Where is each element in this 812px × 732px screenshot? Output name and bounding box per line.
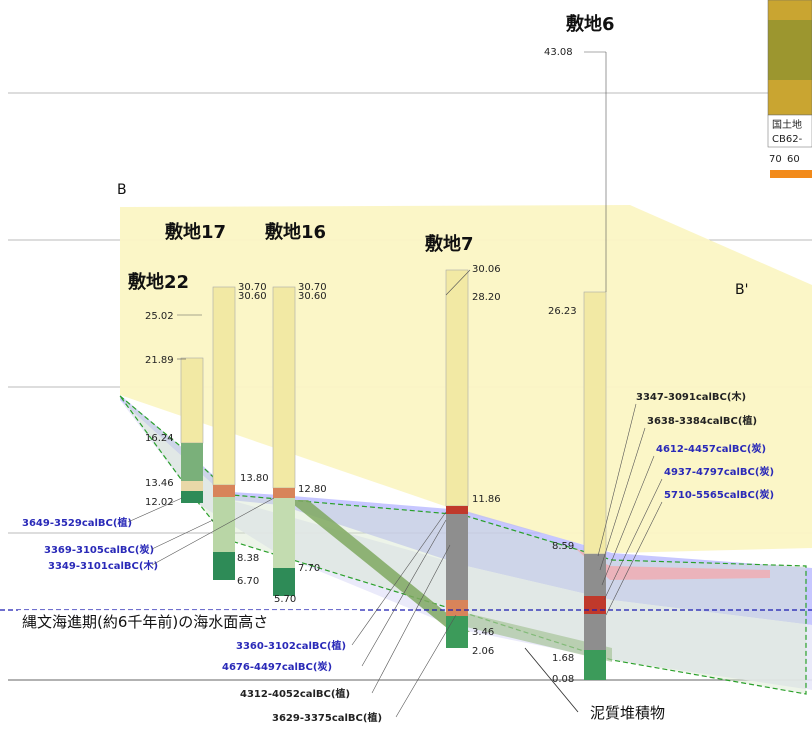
radiocarbon-date-label: 3360-3102calBC(植) bbox=[236, 639, 346, 652]
leader-line bbox=[151, 519, 214, 550]
leader-line bbox=[151, 497, 275, 566]
borehole-site6 bbox=[583, 291, 607, 680]
radiocarbon-date-label: 3629-3375calBC(植) bbox=[272, 711, 382, 724]
elevation-label: 3.46 bbox=[472, 627, 494, 638]
elevation-label: 12.80 bbox=[298, 484, 327, 495]
elevation-label: 25.02 bbox=[145, 311, 174, 322]
leader-line bbox=[601, 455, 655, 586]
mud-sediment-label: 泥質堆積物 bbox=[590, 704, 665, 722]
elevation-label: 26.23 bbox=[548, 306, 577, 317]
leader-line bbox=[603, 478, 663, 601]
site-title-6: 敷地6 bbox=[566, 13, 615, 35]
inset-legend-tick-1: 70 bbox=[769, 154, 782, 165]
elevation-label: 11.86 bbox=[472, 494, 501, 505]
leader-line bbox=[605, 501, 663, 616]
lavender-band bbox=[120, 400, 812, 690]
elevation-label: 30.70 bbox=[238, 282, 267, 293]
leader-line bbox=[445, 269, 471, 296]
elevation-label: 2.06 bbox=[472, 646, 494, 657]
elevation-label: 13.46 bbox=[145, 478, 174, 489]
radiocarbon-date-label: 3347-3091calBC(木) bbox=[636, 390, 746, 403]
elevation-label: 30.70 bbox=[298, 282, 327, 293]
sea-level-label: 縄文海進期(約6千年前)の海水面高さ bbox=[22, 613, 268, 631]
elevation-label: 30.06 bbox=[472, 264, 501, 275]
leader-line bbox=[599, 427, 646, 571]
leader-line bbox=[127, 497, 183, 523]
leader-line bbox=[361, 519, 447, 667]
elevation-label: 30.60 bbox=[298, 291, 327, 302]
elevation-label: 13.80 bbox=[240, 473, 269, 484]
elevation-label: 8.59 bbox=[552, 541, 574, 552]
green-diagonal-band bbox=[288, 500, 470, 632]
leader-line bbox=[371, 544, 451, 694]
elevation-label: 21.89 bbox=[145, 355, 174, 366]
elevation-label: 16.24 bbox=[145, 433, 174, 444]
elevation-label: 7.70 bbox=[298, 563, 320, 574]
site-title-16: 敷地16 bbox=[265, 221, 326, 243]
elevation-label: 0.08 bbox=[552, 674, 574, 685]
radiocarbon-date-label: 4676-4497calBC(炭) bbox=[222, 660, 332, 673]
borehole-site22 bbox=[180, 357, 204, 503]
radiocarbon-date-label: 4937-4797calBC(炭) bbox=[664, 465, 774, 478]
section-label-b-prime: B' bbox=[735, 282, 748, 298]
inset-legend-tick-2: 60 bbox=[787, 154, 800, 165]
sea-level-label-bg bbox=[18, 610, 358, 632]
radiocarbon-date-label: 3349-3101calBC(木) bbox=[48, 559, 158, 572]
leader-line bbox=[395, 614, 457, 718]
site-title-17: 敷地17 bbox=[165, 221, 226, 243]
elevation-label: 6.70 bbox=[237, 576, 259, 587]
pink-lens bbox=[575, 548, 770, 580]
inset-caption-2: CB62- bbox=[772, 134, 803, 145]
site-title-22: 敷地22 bbox=[128, 271, 189, 293]
site-title-7: 敷地7 bbox=[425, 233, 474, 255]
mud-leader-line bbox=[524, 647, 579, 713]
elevation-label: 30.60 bbox=[238, 291, 267, 302]
borehole-site16 bbox=[272, 286, 296, 596]
radiocarbon-date-label: 5710-5565calBC(炭) bbox=[664, 488, 774, 501]
elevation-label: 28.20 bbox=[472, 292, 501, 303]
radiocarbon-date-label: 4612-4457calBC(炭) bbox=[656, 442, 766, 455]
leader-line bbox=[597, 403, 637, 557]
inset-caption-1: 国土地 bbox=[772, 118, 802, 131]
radiocarbon-date-label: 4312-4052calBC(植) bbox=[240, 687, 350, 700]
elevation-label: 8.38 bbox=[237, 553, 259, 564]
elevation-label: 5.70 bbox=[274, 594, 296, 605]
radiocarbon-date-label: 3649-3529calBC(植) bbox=[22, 516, 132, 529]
green-diagonal-band-lower bbox=[462, 612, 612, 662]
radiocarbon-date-label: 3369-3105calBC(炭) bbox=[44, 543, 154, 556]
borehole-site7 bbox=[445, 269, 469, 648]
radiocarbon-date-label: 3638-3384calBC(植) bbox=[647, 414, 757, 427]
inset-map bbox=[767, 0, 812, 178]
elevation-label: 12.02 bbox=[145, 497, 174, 508]
elevation-label: 1.68 bbox=[552, 653, 574, 664]
elevation-label: 43.08 bbox=[544, 47, 573, 58]
leader-line bbox=[351, 511, 447, 646]
section-label-b: B bbox=[117, 182, 127, 198]
borehole-site17 bbox=[212, 286, 236, 580]
